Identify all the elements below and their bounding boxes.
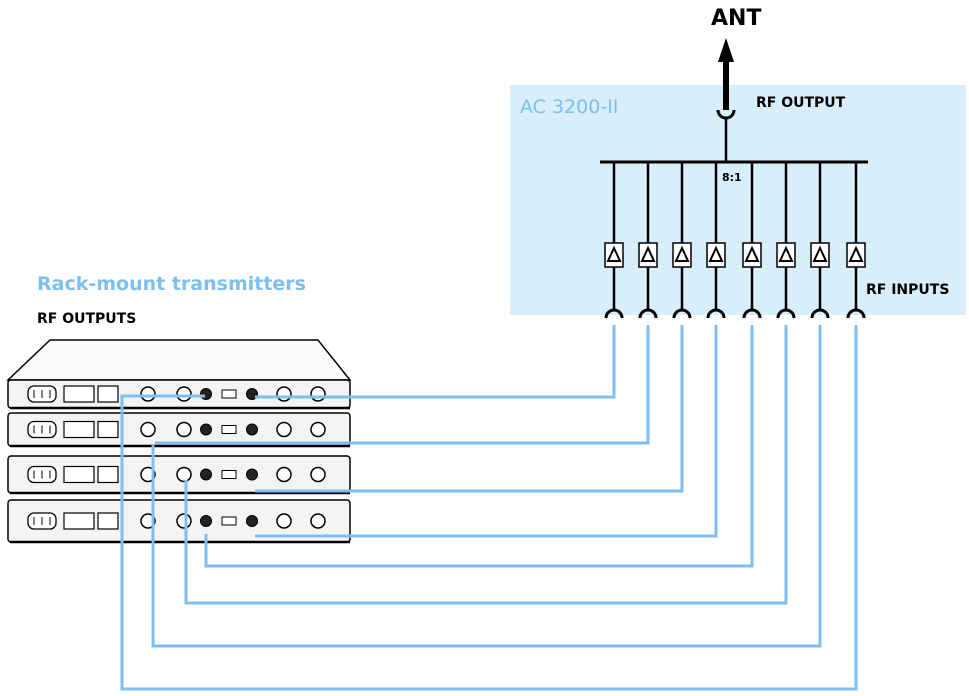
antenna-output-b-icon-4 bbox=[246, 515, 258, 527]
rf-input-connector-icon-3 bbox=[672, 308, 692, 319]
antenna-output-b-icon-1 bbox=[246, 388, 258, 400]
network-port-icon-1 bbox=[63, 385, 95, 403]
amplifier-triangle-icon-2 bbox=[640, 245, 656, 262]
rf-cable-5 bbox=[204, 325, 754, 568]
rf-cable-1 bbox=[255, 325, 616, 399]
rf-cable-7 bbox=[151, 325, 822, 648]
network-port-icon-3 bbox=[63, 465, 95, 484]
audio-connector-icon-3-2 bbox=[176, 466, 192, 483]
audio-connector-icon-3-4 bbox=[310, 466, 326, 483]
rf-output-label: RF OUTPUT bbox=[756, 95, 846, 111]
audio-connector-icon-1-1 bbox=[140, 386, 156, 402]
audio-connector-icon-1-2 bbox=[176, 386, 192, 402]
switch-icon-3 bbox=[221, 470, 237, 479]
audio-connector-icon-1-4 bbox=[310, 386, 326, 402]
rf-cable-3 bbox=[255, 325, 684, 493]
network-port-icon-4 bbox=[63, 512, 95, 530]
amplifier-triangle-icon-1 bbox=[606, 245, 622, 262]
antenna-output-icon-1 bbox=[200, 388, 212, 400]
rf-input-connector-icon-5 bbox=[742, 308, 762, 319]
rf-input-connector-icon-2 bbox=[638, 308, 658, 319]
switch-icon-4 bbox=[221, 516, 237, 526]
switch-icon-1 bbox=[221, 389, 237, 399]
audio-connector-icon-2-4 bbox=[310, 421, 326, 438]
antenna-arrow-icon bbox=[718, 38, 734, 62]
transmitter-unit-3 bbox=[7, 455, 351, 495]
transmitter-unit-2 bbox=[7, 412, 351, 448]
rf-input-connector-icon-7 bbox=[810, 308, 830, 319]
data-port-icon-4 bbox=[97, 512, 119, 530]
device-label: AC 3200-II bbox=[520, 96, 618, 118]
audio-connector-icon-4-2 bbox=[176, 513, 192, 529]
audio-connector-icon-2-1 bbox=[140, 421, 156, 438]
data-port-icon-3 bbox=[97, 465, 119, 484]
rf-output-connector-icon bbox=[716, 109, 736, 120]
rf-input-connector-icon-1 bbox=[604, 308, 624, 319]
transmitter-unit-4 bbox=[7, 499, 351, 544]
rack-lid bbox=[6, 339, 352, 381]
antenna-label: ANT bbox=[711, 6, 761, 31]
data-port-icon-1 bbox=[97, 385, 119, 403]
antenna-output-icon-3 bbox=[200, 468, 212, 481]
data-port-icon-2 bbox=[97, 420, 119, 439]
audio-connector-icon-4-4 bbox=[310, 513, 326, 529]
rf-cable-6 bbox=[184, 325, 788, 605]
rf-cable-8 bbox=[120, 325, 858, 691]
rf-input-connector-icon-4 bbox=[706, 308, 726, 319]
audio-connector-icon-1-3 bbox=[276, 386, 292, 402]
rf-input-connector-icon-8 bbox=[846, 308, 866, 319]
audio-connector-icon-3-3 bbox=[276, 466, 292, 483]
input-channels bbox=[604, 162, 866, 319]
amplifier-triangle-icon-7 bbox=[812, 245, 828, 262]
audio-connector-icon-2-3 bbox=[276, 421, 292, 438]
rf-cables bbox=[120, 325, 858, 691]
rf-outputs-label: RF OUTPUTS bbox=[37, 311, 136, 327]
ac3200-device-box bbox=[510, 85, 966, 315]
rf-input-connector-icon-6 bbox=[776, 308, 796, 319]
amplifier-triangle-icon-4 bbox=[708, 245, 724, 262]
audio-connector-icon-2-2 bbox=[176, 421, 192, 438]
network-port-icon-2 bbox=[63, 420, 95, 439]
antenna-output-b-icon-2 bbox=[246, 423, 258, 436]
antenna-output-icon-4 bbox=[200, 515, 212, 527]
amplifier-triangle-icon-3 bbox=[674, 245, 690, 262]
rf-inputs-label: RF INPUTS bbox=[866, 282, 949, 298]
transmitters-label: Rack-mount transmitters bbox=[37, 273, 306, 295]
rf-cable-4 bbox=[255, 325, 718, 538]
rf-cable-2 bbox=[155, 325, 650, 445]
amplifier-triangle-icon-5 bbox=[744, 245, 760, 262]
antenna-output-icon-2 bbox=[200, 423, 212, 436]
amplifier-triangle-icon-8 bbox=[848, 245, 864, 262]
audio-connector-icon-4-3 bbox=[276, 513, 292, 529]
transmitter-rack-stack bbox=[6, 339, 352, 544]
antenna-output-b-icon-3 bbox=[246, 468, 258, 481]
transmitter-unit-1 bbox=[7, 379, 351, 410]
ratio-label: 8:1 bbox=[722, 171, 742, 184]
amplifier-triangle-icon-6 bbox=[778, 245, 794, 262]
switch-icon-2 bbox=[221, 425, 237, 434]
